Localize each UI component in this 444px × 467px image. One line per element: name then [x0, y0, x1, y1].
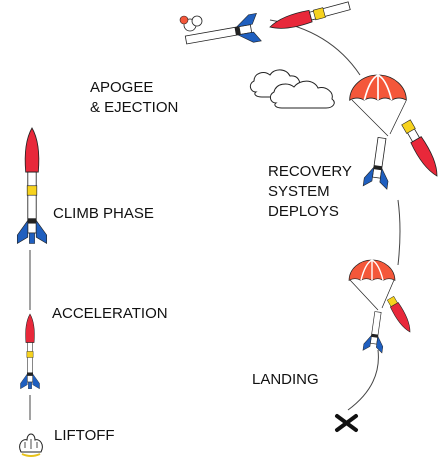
recovery-nose-section — [401, 119, 438, 177]
cloud-icon — [249, 69, 335, 109]
acceleration-label: ACCELERATION — [52, 305, 168, 322]
climb-phase-label: CLIMB PHASE — [53, 205, 154, 222]
recovery-label-line2: SYSTEM — [268, 183, 330, 200]
launch-smoke-icon — [19, 433, 43, 457]
recovery-booster — [362, 136, 389, 190]
landing-label: LANDING — [252, 371, 319, 388]
landing-x-icon — [335, 414, 358, 432]
landing-arc — [347, 349, 379, 411]
recovery-label-line3: DEPLOYS — [268, 203, 339, 220]
rocket-acceleration — [20, 313, 40, 390]
rocket-apogee-booster — [184, 12, 262, 45]
ejection-puff-icon — [179, 15, 203, 32]
landing-nose-section — [386, 296, 411, 333]
parachute-icon — [348, 259, 396, 282]
recovery-label-line1: RECOVERY — [268, 163, 352, 180]
liftoff-label: LIFTOFF — [54, 427, 115, 444]
apogee-label-line1: APOGEE — [90, 79, 153, 96]
rocket-climb — [16, 127, 48, 245]
descent-line — [397, 199, 401, 266]
landing-booster — [362, 311, 384, 354]
parachute-landing — [348, 259, 411, 354]
parachute-recovery — [348, 74, 438, 190]
parachute-icon — [348, 74, 408, 102]
rocket-apogee — [269, 1, 351, 29]
apogee-label-line2: & EJECTION — [90, 99, 178, 116]
